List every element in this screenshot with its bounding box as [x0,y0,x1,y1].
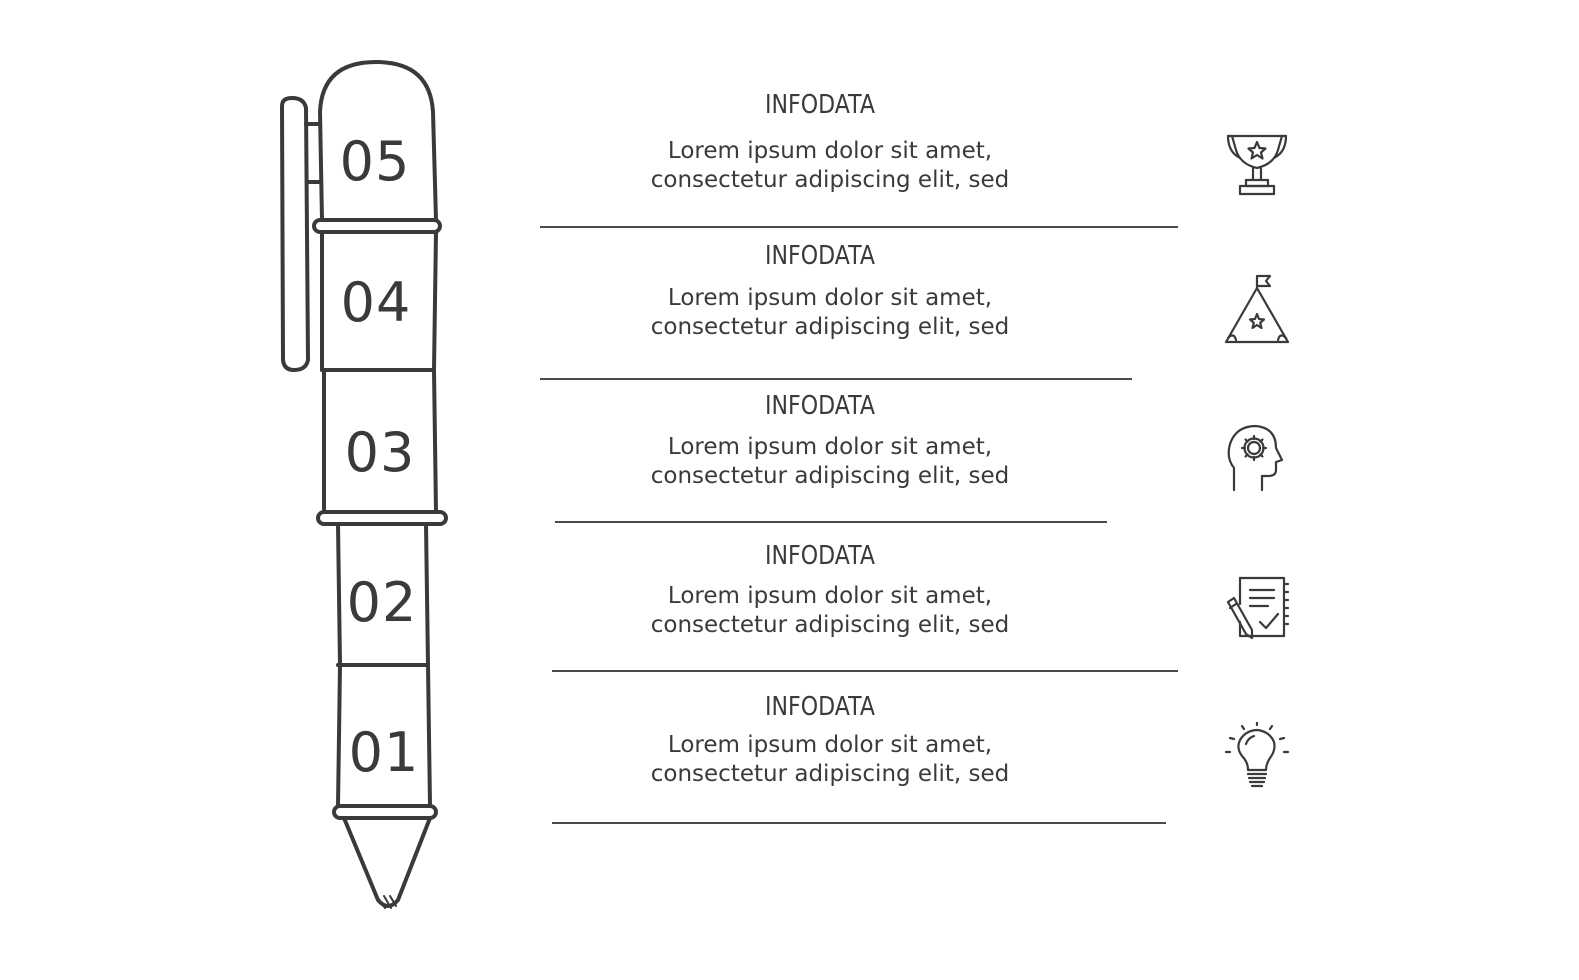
pen-cap [318,60,438,222]
step-number-03: 03 [344,421,416,484]
pen-tip [342,816,432,908]
row-text-line1: Lorem ipsum dolor sit amet, [667,732,993,758]
head-gear-icon [1227,424,1284,492]
row-title-04: INFODATA [764,241,876,271]
trophy-icon [1226,134,1288,196]
row-text-line2: consectetur adipiscing elit, sed [650,314,1010,340]
step-number-04: 04 [340,271,412,334]
lightbulb-icon [1224,722,1290,788]
row-text-03: Lorem ipsum dolor sit amet, consectetur … [570,433,1090,491]
row-text-04: Lorem ipsum dolor sit amet, consectetur … [570,284,1090,342]
row-text-line2: consectetur adipiscing elit, sed [650,612,1010,638]
pen-band-1 [312,218,442,234]
row-title-05: INFODATA [764,90,876,120]
row-text-line1: Lorem ipsum dolor sit amet, [667,434,993,460]
row-text-01: Lorem ipsum dolor sit amet, consectetur … [570,731,1090,789]
row-text-line2: consectetur adipiscing elit, sed [650,463,1010,489]
document-pen-icon [1226,576,1290,640]
row-title-01: INFODATA [764,692,876,722]
row-text-05: Lorem ipsum dolor sit amet, consectetur … [570,137,1090,195]
step-number-01: 01 [348,721,420,784]
divider-02 [552,670,1178,672]
step-number-02: 02 [346,571,418,634]
step-number-05: 05 [339,130,411,193]
row-title-03: INFODATA [764,391,876,421]
row-text-line1: Lorem ipsum dolor sit amet, [667,583,993,609]
pen-band-2 [316,510,448,526]
divider-03 [555,521,1107,523]
pen-clip [280,96,310,372]
row-title-02: INFODATA [764,541,876,571]
divider-05 [540,226,1178,228]
row-text-02: Lorem ipsum dolor sit amet, consectetur … [570,582,1090,640]
row-text-line2: consectetur adipiscing elit, sed [650,167,1010,193]
divider-01 [552,822,1166,824]
row-text-line2: consectetur adipiscing elit, sed [650,761,1010,787]
row-text-line1: Lorem ipsum dolor sit amet, [667,285,993,311]
mountain-flag-icon [1224,274,1290,344]
row-text-line1: Lorem ipsum dolor sit amet, [667,138,993,164]
divider-04 [540,378,1132,380]
pen-band-3 [332,804,438,820]
